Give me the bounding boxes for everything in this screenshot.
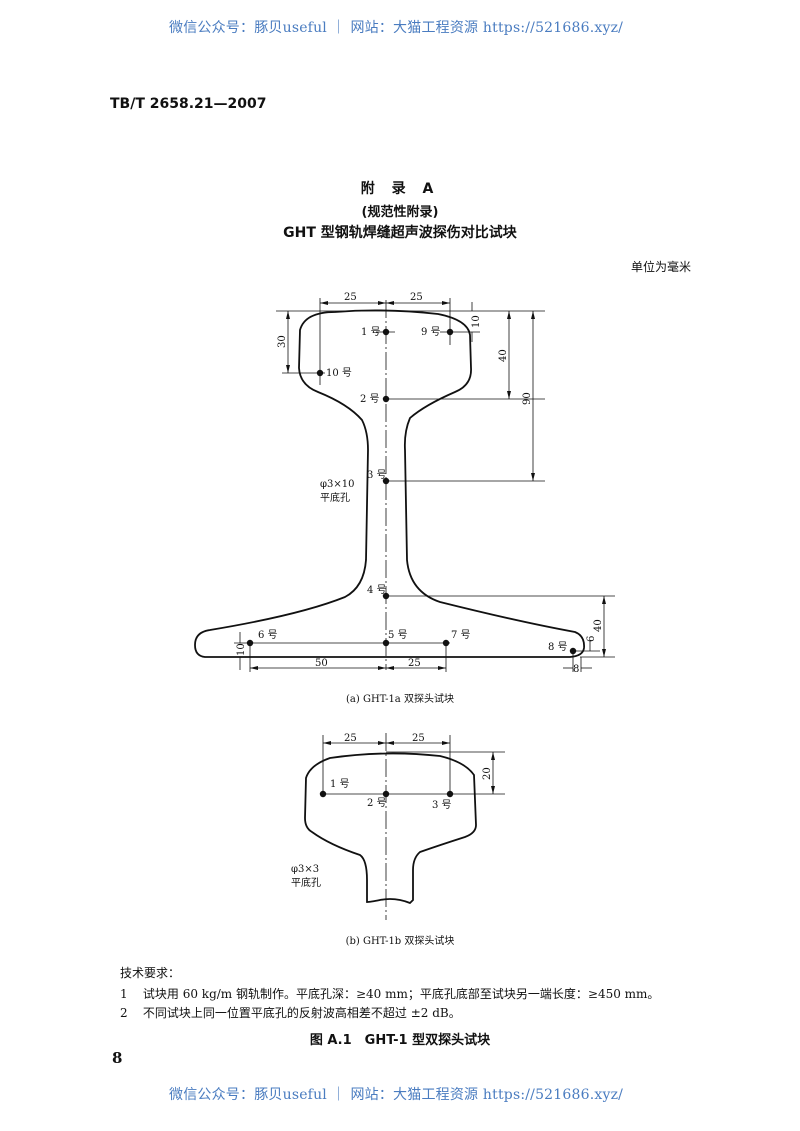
label-10: 10 号 [326,367,352,379]
dim-b-25-left: 25 [344,733,357,744]
hole-note-b-1: φ3×3 [291,864,319,875]
hole-point-1 [382,328,390,336]
dim-25-foot: 25 [408,658,421,669]
note-item-2: 2 不同试块上同一位置平底孔的反射波高相差不超过 ±2 dB。 [120,1004,461,1021]
rail-outline-a [194,309,585,658]
dim-6: 6 [586,636,597,642]
dim-8: 8 [573,664,579,675]
hole-point-9 [446,328,454,336]
notes-heading: 技术要求： [120,966,181,980]
label-8: 8 号 [548,641,568,653]
dim-10-foot: 10 [236,643,247,656]
appendix-title: GHT 型钢轨焊缝超声波探伤对比试块 [283,225,517,241]
note-text: 试块用 60 kg/m 钢轨制作。平底孔深：≥40 mm；平底孔底部至试块另一端… [142,987,660,1001]
label-b3: 3 号 [432,799,452,811]
label-7: 7 号 [451,629,471,641]
hole-point-b3 [446,790,454,798]
dim-b-25-right: 25 [412,733,425,744]
note-num: 1 [120,987,128,1001]
dim-50: 50 [315,658,328,669]
dim-10-top: 10 [471,315,482,328]
hole-point-4 [382,592,390,600]
label-1: 1 号 [361,326,381,338]
hole-point-8 [569,647,577,655]
hole-point-7 [442,639,450,647]
label-5: 5 号 [388,629,408,641]
label-9: 9 号 [421,326,441,338]
dim-40-head: 40 [498,349,509,362]
hole-point-2 [382,395,390,403]
dim-30: 30 [277,335,288,348]
label-b2: 2 号 [367,797,387,809]
hole-point-5 [382,639,390,647]
label-3: 3 号 [367,469,387,481]
label-4: 4 号 [367,584,387,596]
standard-code: TB/T 2658.21—2007 [110,96,267,112]
hole-point-b1 [319,790,327,798]
dim-25-right: 25 [410,292,423,303]
hole-point-b2 [382,790,390,798]
appendix-type: (规范性附录) [361,205,439,220]
watermark-bottom: 微信公众号：豚贝useful ｜ 网站：大猫工程资源 https://52168… [169,1087,624,1103]
note-item-1: 1 试块用 60 kg/m 钢轨制作。平底孔深：≥40 mm；平底孔底部至试块另… [120,985,659,1002]
page-number: 8 [112,1049,123,1067]
dim-25-left: 25 [344,292,357,303]
hole-point-3 [382,477,390,485]
figure-a-caption: (a) GHT-1a 双探头试块 [346,694,454,705]
dim-40-foot: 40 [593,619,604,632]
rail-outline-b [304,752,477,905]
note-text: 不同试块上同一位置平底孔的反射波高相差不超过 ±2 dB。 [142,1006,461,1020]
dim-b-20: 20 [482,767,493,780]
label-b1: 1 号 [330,778,350,790]
unit-note: 单位为毫米 [630,260,691,274]
note-num: 2 [120,1006,128,1020]
hole-note-b-2: 平底孔 [291,876,321,889]
watermark-top: 微信公众号：豚贝useful ｜ 网站：大猫工程资源 https://52168… [169,20,624,36]
hole-point-10 [316,369,324,377]
figure-b-caption: (b) GHT-1b 双探头试块 [345,936,455,947]
hole-note-a-1: φ3×10 [320,479,354,490]
hole-point-6 [246,639,254,647]
figure-title: 图 A.1 GHT-1 型双探头试块 [309,1033,491,1048]
dim-90: 90 [522,392,533,405]
label-2: 2 号 [360,393,380,405]
appendix-label: 附 录 A [360,181,440,197]
hole-note-a-2: 平底孔 [320,491,350,504]
label-6: 6 号 [258,629,278,641]
